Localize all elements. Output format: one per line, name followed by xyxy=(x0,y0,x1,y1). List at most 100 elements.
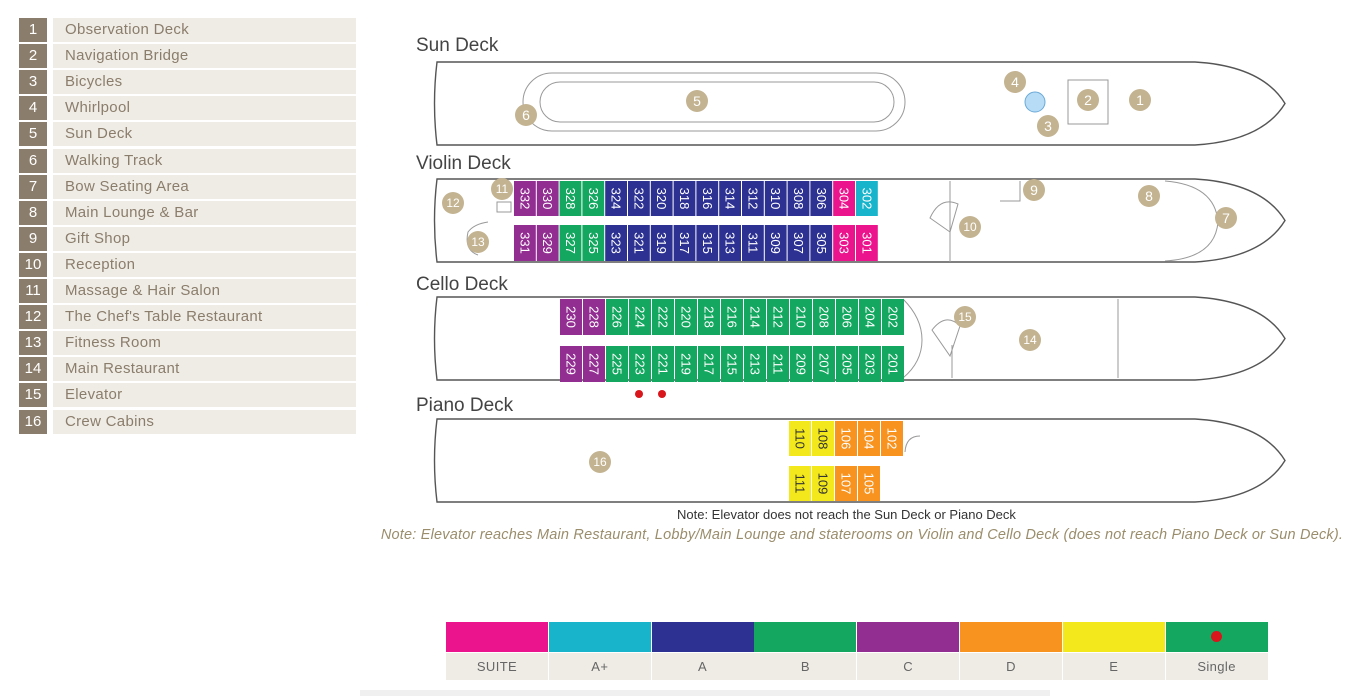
legend-number: 10 xyxy=(19,252,47,277)
cabin xyxy=(698,299,720,335)
cabin xyxy=(836,346,858,382)
deck-name: Sun Deck xyxy=(416,35,499,56)
cabin xyxy=(790,299,812,335)
legend-label: Main Lounge & Bar xyxy=(53,200,356,225)
marker-number: 9 xyxy=(1030,182,1038,198)
cabin-number: 332 xyxy=(517,188,532,210)
cabin xyxy=(858,466,880,501)
cabin xyxy=(856,181,878,216)
cabin-number: 209 xyxy=(794,353,809,375)
cabin-number: 327 xyxy=(563,232,578,254)
marker-number: 5 xyxy=(693,93,701,109)
category-label: D xyxy=(960,653,1062,680)
cabin-number: 229 xyxy=(564,353,579,375)
cabin-number: 318 xyxy=(677,188,692,210)
hull-outline xyxy=(433,61,1286,146)
legend-label: Bow Seating Area xyxy=(53,174,356,199)
cabin-number: 208 xyxy=(817,306,832,328)
cabin xyxy=(696,225,719,261)
legend-label: Walking Track xyxy=(53,148,356,173)
cabin xyxy=(833,181,855,216)
hull-outline xyxy=(433,296,1286,381)
cabin-number: 202 xyxy=(886,306,901,328)
cabin xyxy=(810,181,833,216)
cabin xyxy=(721,346,743,382)
location-marker: 2 xyxy=(1077,89,1099,111)
cabin xyxy=(790,346,812,382)
marker-number: 13 xyxy=(471,235,485,249)
category-label: A+ xyxy=(548,653,651,680)
cabin xyxy=(859,346,881,382)
fitness-room-outline xyxy=(466,221,489,256)
legend-number: 7 xyxy=(19,174,47,199)
deck-details xyxy=(466,72,1219,453)
location-marker: 4 xyxy=(1004,71,1026,93)
location-marker: 6 xyxy=(515,104,537,126)
cabin-number: 230 xyxy=(564,306,579,328)
location-marker: 8 xyxy=(1138,185,1160,207)
category-label: E xyxy=(1062,653,1165,680)
cabin xyxy=(673,181,696,216)
cabin-number: 201 xyxy=(886,353,901,375)
location-marker: 3 xyxy=(1037,115,1059,137)
cabin xyxy=(721,299,743,335)
location-marker: 16 xyxy=(589,451,611,473)
cabin-number: 226 xyxy=(610,306,625,328)
cabin-number: 304 xyxy=(837,188,852,210)
location-marker: 12 xyxy=(442,192,464,214)
cabin xyxy=(628,181,650,216)
marker-number: 15 xyxy=(958,310,972,324)
cabin xyxy=(881,421,903,456)
cabin-number: 219 xyxy=(679,353,694,375)
legend-number: 9 xyxy=(19,226,47,251)
legend-label: Reception xyxy=(53,252,356,277)
cabin-number: 206 xyxy=(840,306,855,328)
cabin-number: 107 xyxy=(839,473,854,495)
location-marker: 5 xyxy=(686,90,708,112)
location-marker: 14 xyxy=(1019,329,1041,351)
cabin-number: 309 xyxy=(768,232,783,254)
cabin-number: 216 xyxy=(725,306,740,328)
marker-number: 10 xyxy=(963,220,977,234)
legend-label: Observation Deck xyxy=(53,18,356,42)
cabin xyxy=(742,225,764,261)
cabin xyxy=(582,181,605,216)
cabin-number: 321 xyxy=(631,232,646,254)
location-marker: 1 xyxy=(1129,89,1151,111)
cabin-number: 315 xyxy=(700,232,715,254)
cabin xyxy=(789,421,811,456)
cabin xyxy=(606,299,628,335)
marker-number: 16 xyxy=(593,455,607,469)
cabin xyxy=(835,421,857,456)
cabin-number: 207 xyxy=(817,353,832,375)
elevator-note-detail: Note: Elevator reaches Main Restaurant, … xyxy=(380,527,1344,543)
cabin-number: 213 xyxy=(748,353,763,375)
legend-number: 1 xyxy=(19,18,47,42)
cabin xyxy=(813,346,835,382)
cabin xyxy=(650,181,673,216)
cabin xyxy=(835,466,857,501)
cabin xyxy=(605,181,627,216)
cabin-number: 203 xyxy=(863,353,878,375)
cabin-number: 210 xyxy=(794,306,809,328)
marker-number: 11 xyxy=(496,182,509,196)
cabin-number: 317 xyxy=(677,232,692,254)
marker-number: 6 xyxy=(522,107,530,123)
legend-label: Fitness Room xyxy=(53,331,356,356)
cabin-number: 301 xyxy=(859,232,874,254)
legend-label: The Chef's Table Restaurant xyxy=(53,305,356,330)
category-item: E xyxy=(1062,622,1165,680)
single-dot-icon xyxy=(1210,631,1222,642)
cabin-number: 211 xyxy=(771,354,786,375)
legend-number: 6 xyxy=(19,148,47,173)
cabin-number: 111 xyxy=(793,474,808,494)
legend-label: Bicycles xyxy=(53,70,356,95)
cabin-number: 212 xyxy=(771,306,786,328)
category-swatch xyxy=(857,622,960,652)
marker-number: 4 xyxy=(1011,74,1019,90)
location-marker: 11 xyxy=(491,178,513,200)
elevator-note: Note: Elevator does not reach the Sun De… xyxy=(677,507,1016,522)
bottom-scrollbar[interactable] xyxy=(360,690,1050,696)
category-label: A xyxy=(651,653,754,680)
